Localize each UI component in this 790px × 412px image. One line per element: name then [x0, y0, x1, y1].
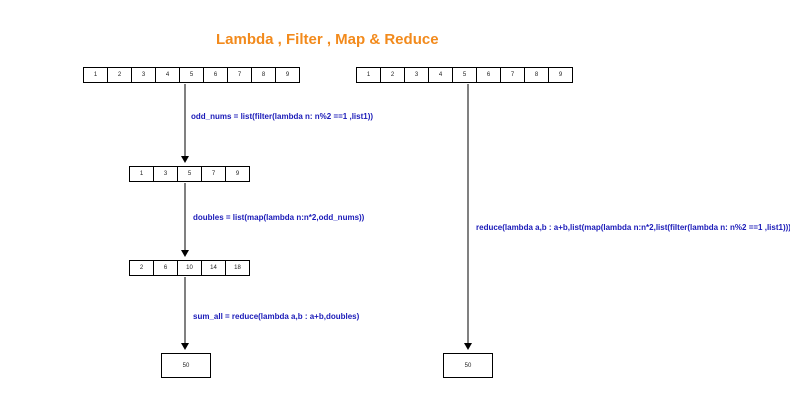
array-cell: 5 — [177, 166, 202, 182]
array-cell: 5 — [452, 67, 477, 83]
result-box-right: 50 — [443, 353, 493, 378]
array-cell: 7 — [227, 67, 252, 83]
array-cell: 18 — [225, 260, 250, 276]
array-cell: 2 — [107, 67, 132, 83]
filter-operation-label: odd_nums = list(filter(lambda n: n%2 ==1… — [191, 112, 374, 121]
combined-operation-label: reduce(lambda a,b : a+b,list(map(lambda … — [476, 223, 790, 232]
diagram-title: Lambda , Filter , Map & Reduce — [216, 31, 439, 48]
map-operation-label: doubles = list(map(lambda n:n*2,odd_nums… — [193, 213, 365, 222]
array-cell: 5 — [179, 67, 204, 83]
array-cell: 9 — [275, 67, 300, 83]
array-cell: 3 — [131, 67, 156, 83]
reduce-operation-label: sum_all = reduce(lambda a,b : a+b,double… — [193, 312, 360, 321]
result-box-left: 50 — [161, 353, 211, 378]
array-cell: 2 — [129, 260, 154, 276]
array-cell: 9 — [548, 67, 573, 83]
array-cell: 9 — [225, 166, 250, 182]
